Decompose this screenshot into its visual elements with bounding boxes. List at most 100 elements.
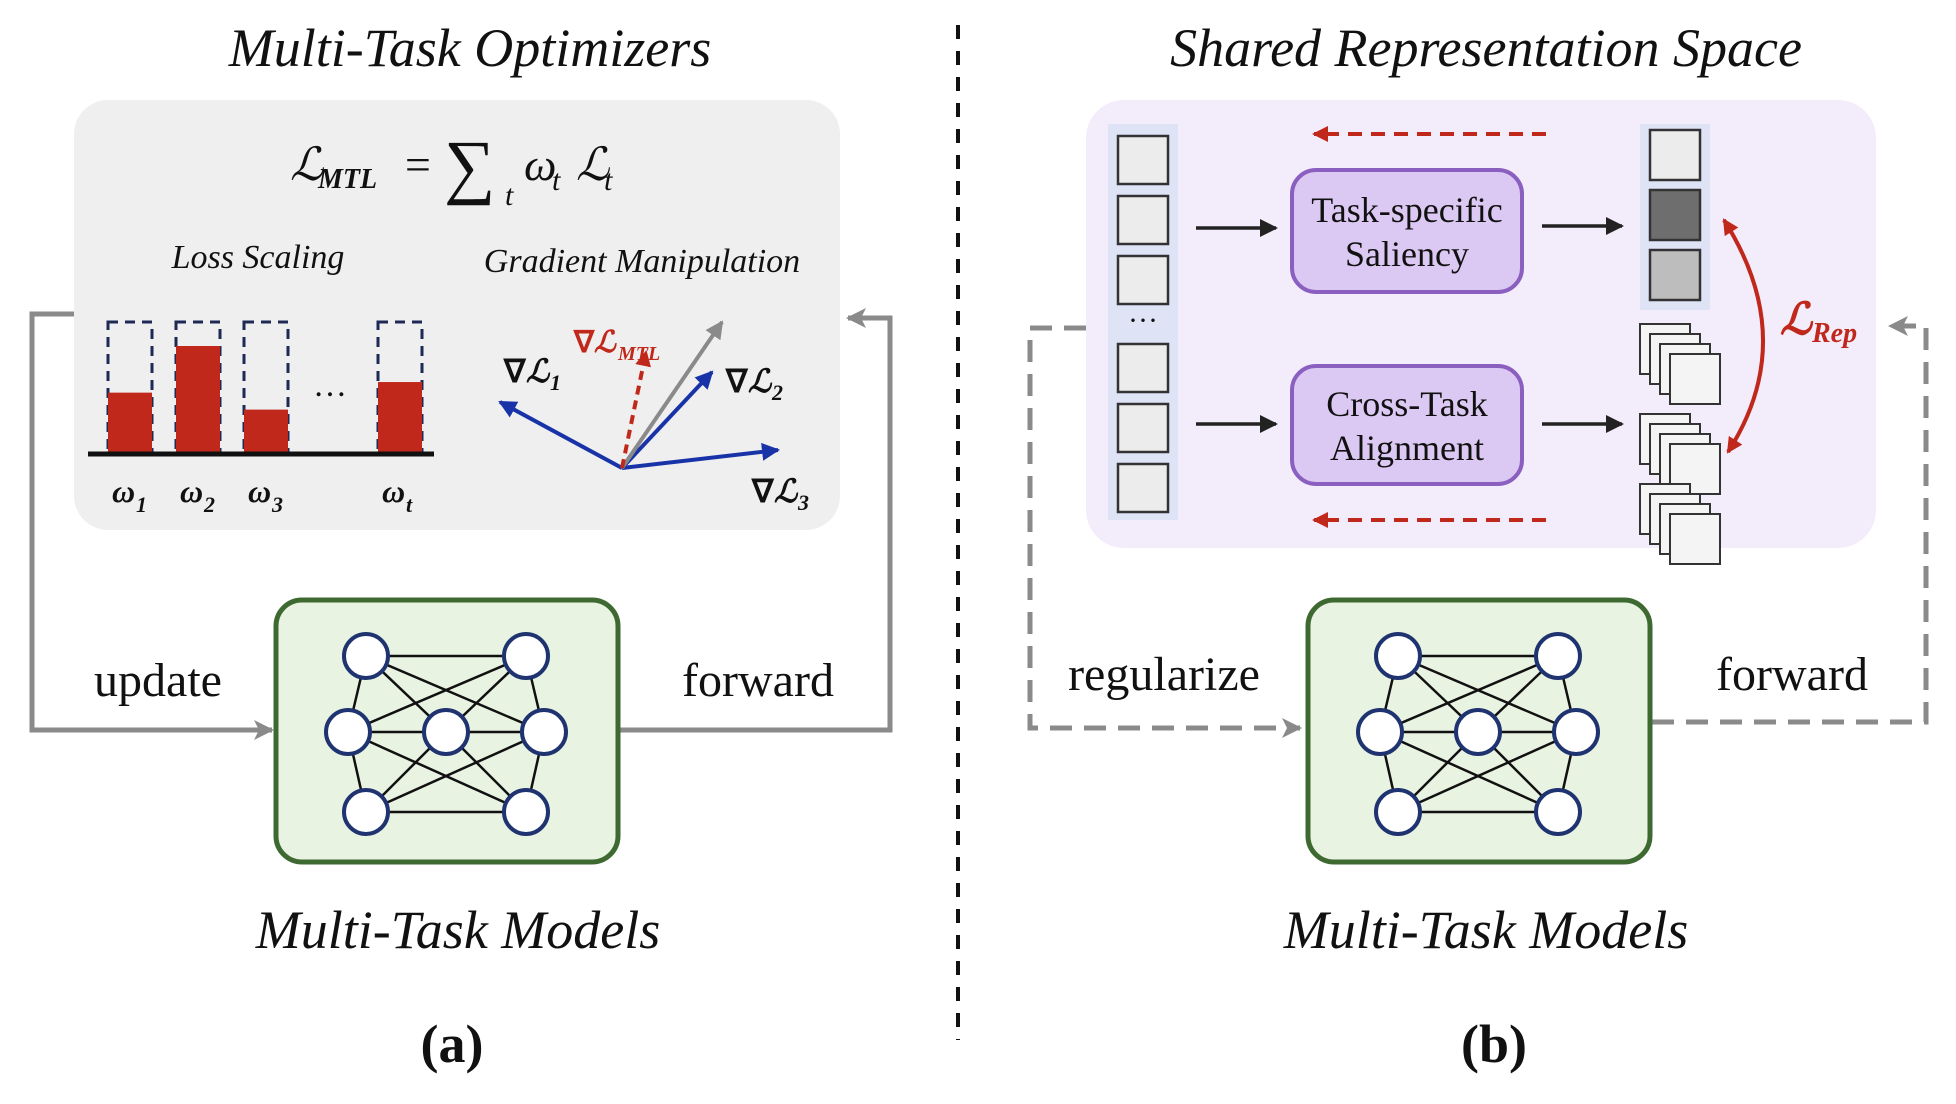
neural-network-icon-a <box>324 632 568 836</box>
network-node <box>1534 632 1582 680</box>
gradient-vectors: ∇ ℒ 1 ∇ ℒ MTL ∇ ℒ 2 ∇ ℒ 3 <box>498 320 809 515</box>
regularize-label: regularize <box>1068 648 1260 701</box>
alignment-stack-cell <box>1669 443 1721 495</box>
forward-label-b: forward <box>1716 648 1868 701</box>
gradient-label-1: ∇ ℒ 1 <box>503 353 561 395</box>
model-label-b: Multi-Task Models <box>1283 900 1689 960</box>
network-node <box>1454 708 1502 756</box>
svg-text:t: t <box>505 179 514 212</box>
saliency-label-line2: Saliency <box>1345 234 1469 274</box>
network-edge <box>1397 654 1577 734</box>
saliency-cell-3 <box>1648 248 1702 302</box>
regularize-arrow <box>1027 325 1302 738</box>
weight-bar-2 <box>176 346 220 452</box>
feature-cell-3 <box>1116 254 1170 306</box>
network-edge <box>1397 730 1577 814</box>
weight-label-3: ω <box>248 473 271 509</box>
network-edge <box>365 654 545 734</box>
rep-loss-arrow <box>1722 218 1765 454</box>
feature-ellipsis: ··· <box>1128 304 1158 337</box>
svg-text:∇: ∇ <box>503 353 527 389</box>
gradient-arrow-combined <box>620 320 724 470</box>
network-node <box>342 632 390 680</box>
svg-text:2: 2 <box>771 380 783 405</box>
alignment-stack-cell <box>1669 353 1721 405</box>
svg-text:ℒ: ℒ <box>526 353 551 389</box>
gradient-label-2: ∇ ℒ 2 <box>725 363 783 405</box>
weight-label-2: ω <box>180 473 203 509</box>
panel-b-id: (b) <box>1461 1014 1527 1074</box>
forward-arrow-a <box>620 308 893 733</box>
svg-text:Rep: Rep <box>1811 318 1857 349</box>
network-node <box>1356 708 1404 756</box>
update-label: update <box>94 654 222 707</box>
weight-bar-3 <box>244 409 288 452</box>
svg-text:ℒ: ℒ <box>774 473 799 509</box>
network-node <box>502 788 550 836</box>
svg-text:ℒ: ℒ <box>594 326 617 359</box>
gradient-label-mtl: ∇ ℒ MTL <box>573 326 660 365</box>
weight-label-sub-4: t <box>406 492 413 517</box>
alignment-label-line1: Cross-Task <box>1326 384 1487 424</box>
saliency-cell-2 <box>1648 188 1702 242</box>
svg-text:t: t <box>604 164 613 197</box>
panel-a-id: (a) <box>421 1014 484 1074</box>
bars-ellipsis: … <box>313 367 347 404</box>
weight-label-sub-3: 3 <box>271 492 283 517</box>
saliency-cell-1 <box>1648 128 1702 182</box>
network-edge <box>1379 730 1559 814</box>
svg-text:1: 1 <box>550 370 561 395</box>
feature-cell-6 <box>1116 462 1170 514</box>
network-edge <box>1379 654 1559 734</box>
gradient-label-3: ∇ ℒ 3 <box>751 473 809 515</box>
weight-label-sub-2: 2 <box>203 492 215 517</box>
network-node <box>1374 788 1422 836</box>
model-label-a: Multi-Task Models <box>255 900 661 960</box>
feature-cells <box>1116 134 1170 514</box>
svg-text:t: t <box>552 164 561 197</box>
svg-text:MTL: MTL <box>617 343 660 365</box>
alignment-label-line2: Alignment <box>1330 428 1484 468</box>
panel-a-title: Multi-Task Optimizers <box>228 18 712 78</box>
gradient-arrow-mtl <box>620 350 651 469</box>
network-node <box>502 632 550 680</box>
weight-bar-1 <box>108 392 152 452</box>
feature-cell-2 <box>1116 194 1170 246</box>
feature-cell-5 <box>1116 402 1170 454</box>
svg-text:MTL: MTL <box>317 164 377 195</box>
svg-text:=: = <box>402 139 433 190</box>
network-node <box>342 788 390 836</box>
saliency-box <box>1290 168 1524 294</box>
svg-text:∇: ∇ <box>751 473 775 509</box>
alignment-box <box>1290 364 1524 486</box>
network-node <box>324 708 372 756</box>
rep-loss-label: ℒ Rep <box>1780 295 1857 349</box>
network-node <box>1374 632 1422 680</box>
feature-cell-4 <box>1116 342 1170 394</box>
saliency-label-line1: Task-specific <box>1311 190 1502 230</box>
weight-label-4: ω <box>382 473 405 509</box>
network-node <box>1552 708 1600 756</box>
gradient-arrow-2 <box>620 370 714 470</box>
network-edge <box>347 730 527 814</box>
mtl-formula: ℒ MTL = ∑ t ω t ℒ t <box>290 126 613 212</box>
svg-text:∇: ∇ <box>725 363 749 399</box>
svg-text:∑: ∑ <box>444 126 495 206</box>
network-node <box>1534 788 1582 836</box>
svg-text:ω: ω <box>524 139 556 190</box>
forward-label-a: forward <box>682 654 834 707</box>
weight-label-1: ω <box>112 473 135 509</box>
network-node <box>520 708 568 756</box>
network-edge <box>347 654 527 734</box>
svg-text:ℒ: ℒ <box>290 139 324 190</box>
svg-text:3: 3 <box>797 490 809 515</box>
gradient-arrow-3 <box>621 442 780 470</box>
svg-text:ℒ: ℒ <box>748 363 773 399</box>
alignment-stack-cell <box>1669 513 1721 565</box>
weight-bar-4 <box>378 382 422 452</box>
network-node <box>422 708 470 756</box>
gradient-manipulation-label: Gradient Manipulation <box>484 243 800 280</box>
svg-text:ℒ: ℒ <box>576 139 610 190</box>
